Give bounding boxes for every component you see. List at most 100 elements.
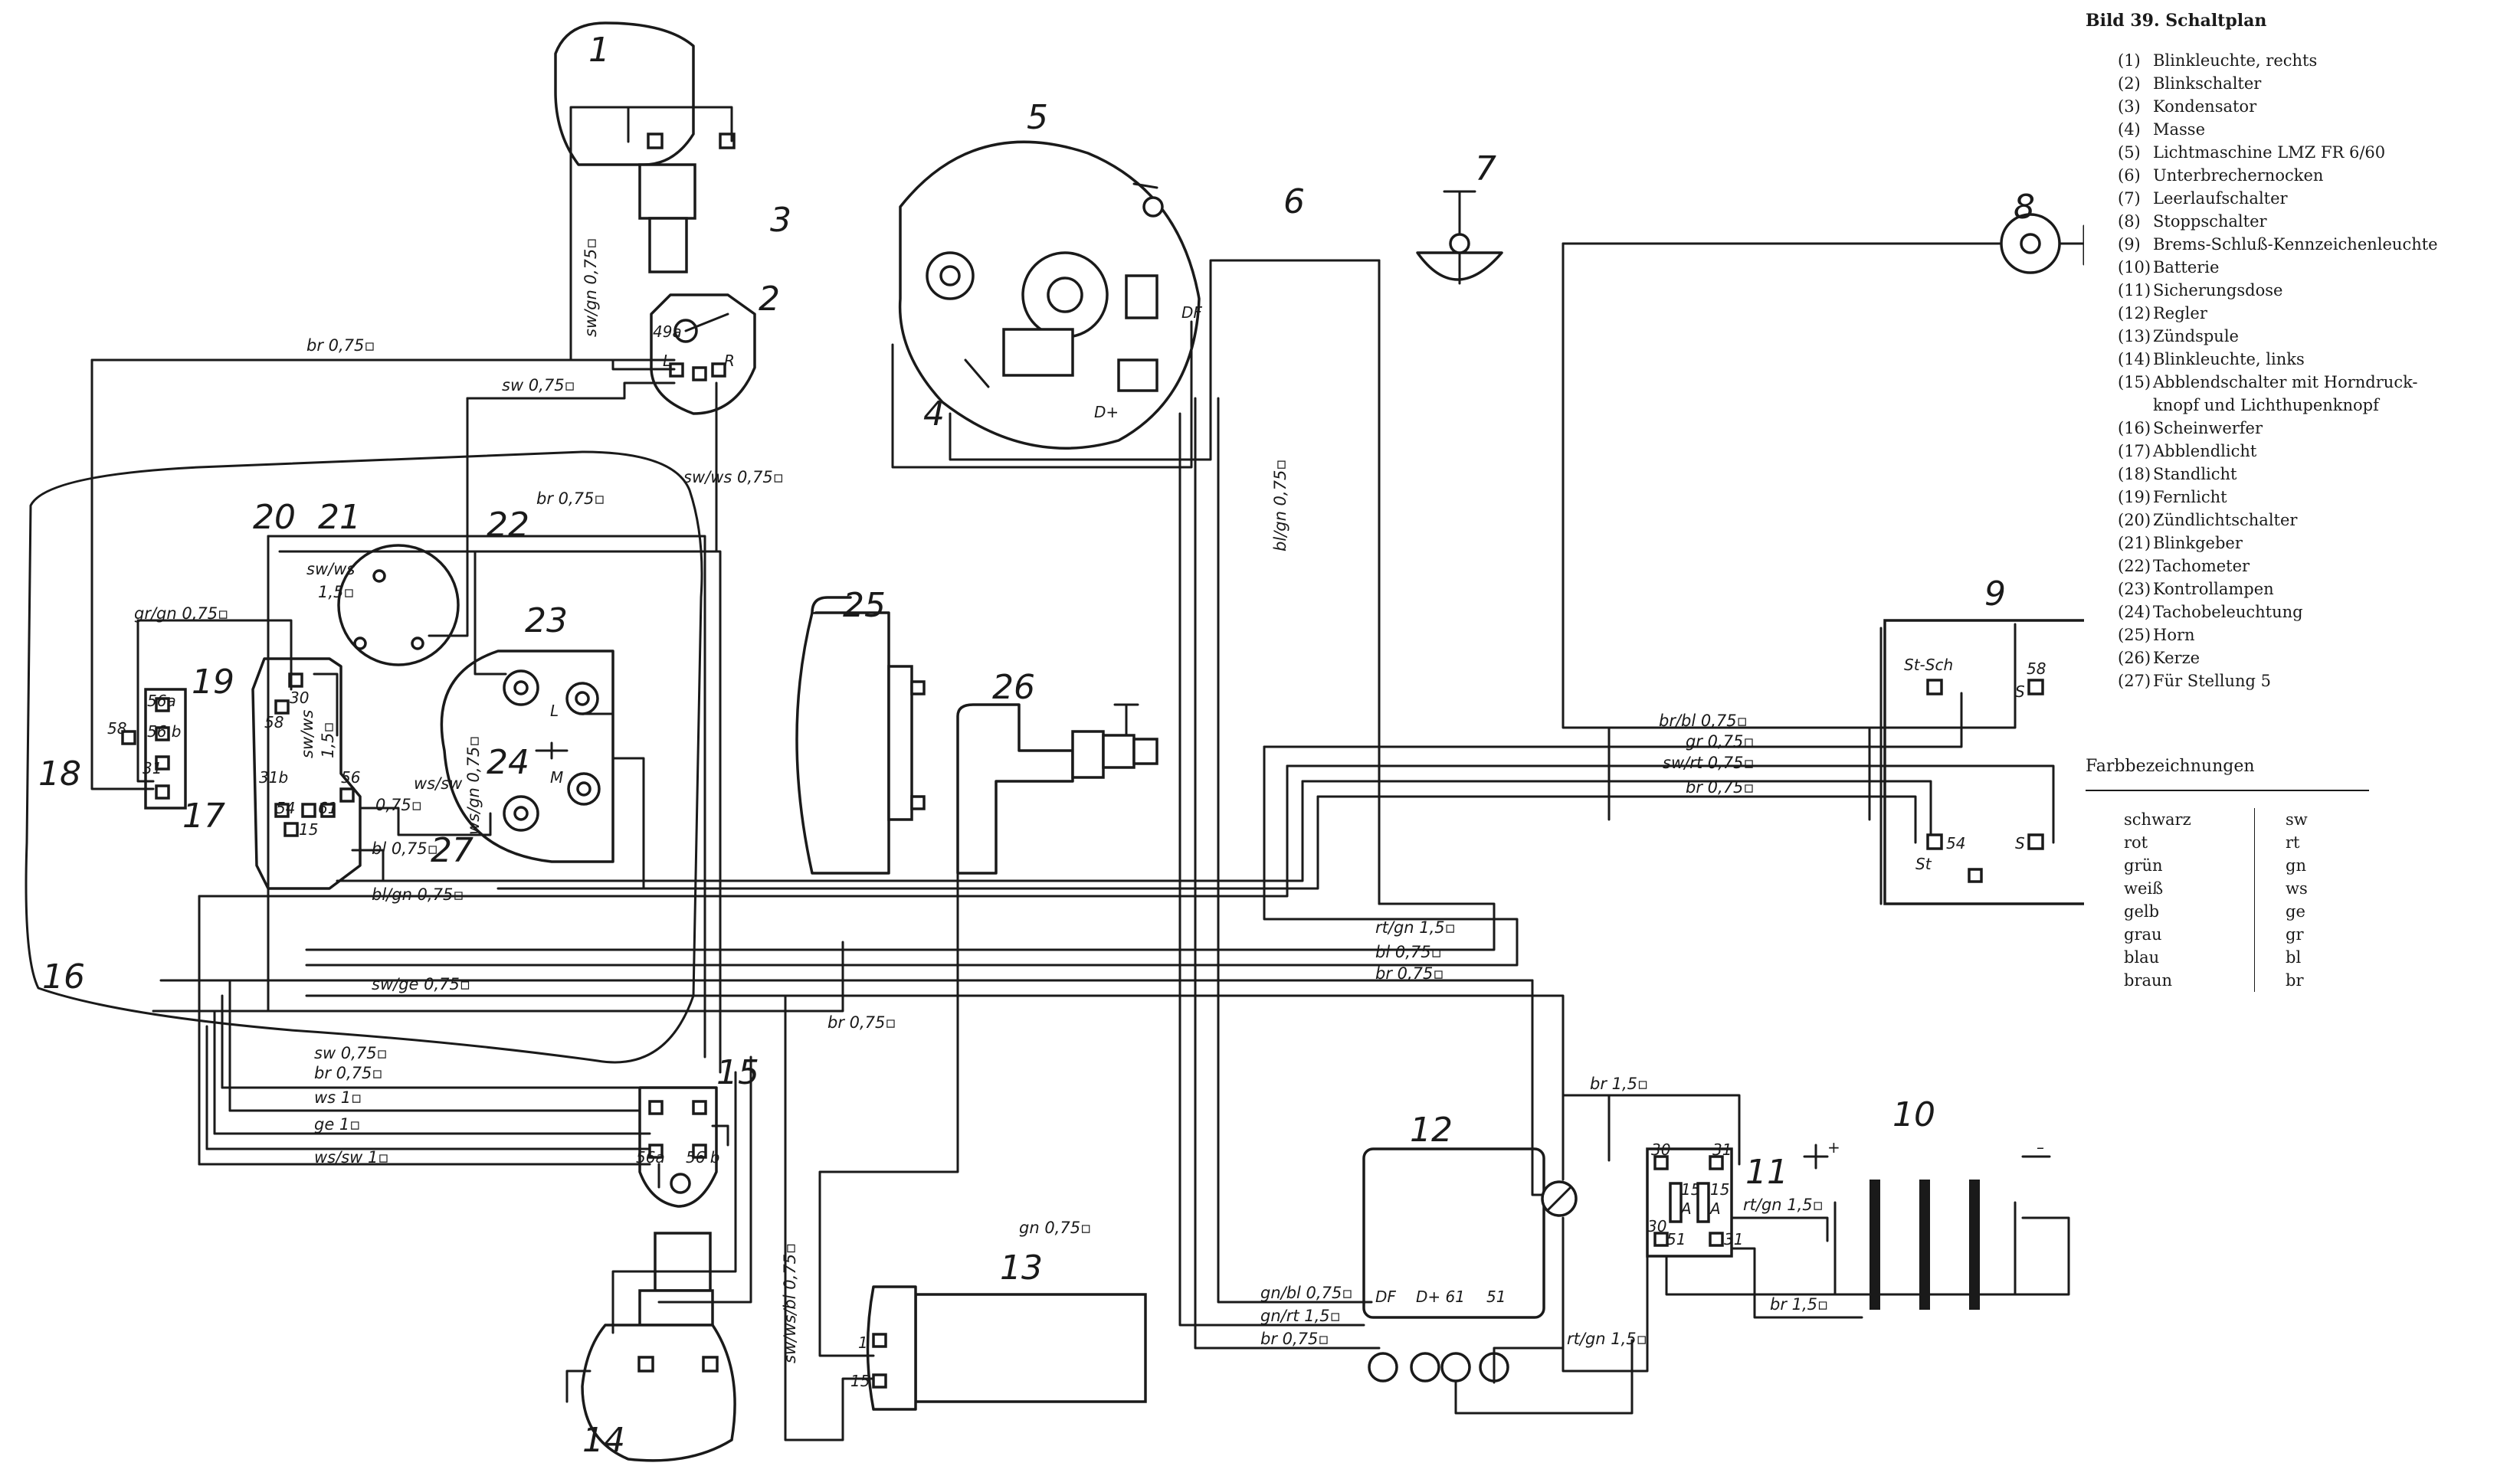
wire-label: br 0,75▫ [536,489,605,508]
legend-item-number: (26) [2118,649,2151,667]
wire-label: sw/ws 0,75▫ [683,468,784,486]
wire-label: 1,5▫ [318,583,355,601]
legend-item-number: (10) [2118,258,2151,277]
legend-item-text: Lichtmaschine LMZ FR 6/60 [2153,143,2386,162]
terminal-label: 31 [143,759,162,777]
terminal-label: 54 [1946,834,1965,852]
label-8: 8 [2014,188,2035,227]
legend-title: Bild 39. Schaltplan [2086,11,2267,31]
label-12: 12 [1410,1111,1453,1150]
legend-item-text: Fernlicht [2153,488,2227,506]
terminal-label: 56a [636,1148,665,1167]
terminal-labels: 49a L R DF D+ St-Sch 58 S 54 St S 30 31 … [107,303,2046,1390]
generator [898,140,1201,450]
legend-item-text: Zündspule [2153,327,2239,345]
legend-item-number: (5) [2118,143,2141,162]
terminal-label: A [1709,1199,1721,1218]
label-18: 18 [38,754,81,794]
legend-item: (14)Blinkleuchte, links [2118,348,2515,371]
color-abbreviation: ge [2254,900,2338,923]
legend-item: (3)Kondensator [2118,95,2515,118]
wire-label: bl/gn 0,75▫ [372,885,464,904]
terminal-label: 31b [259,768,288,787]
wire-label: rt/gn 1,5▫ [1567,1330,1647,1348]
color-name: gelb [2124,902,2160,921]
legend-item-text: Scheinwerfer [2153,419,2263,437]
terminal-label: + [1827,1138,1840,1157]
wire-label: sw/gn 0,75▫ [582,238,600,338]
legend-item-number: (13) [2118,327,2151,345]
terminal-label: 30 [1647,1217,1666,1235]
battery [1803,1144,2051,1310]
legend-item-text: Horn [2153,626,2195,644]
legend-item: (19)Fernlicht [2118,486,2515,509]
wire-label: sw 0,75▫ [502,376,575,394]
legend-item: (15)Abblendschalter mit Horndruck- [2118,371,2515,394]
terminal-label: 56 b [147,722,182,741]
wire-label: rt/gn 1,5▫ [1743,1196,1824,1214]
terminal-label: D+ 61 [1416,1288,1465,1306]
legend-item: (6)Unterbrechernocken [2118,164,2515,187]
legend-item: (16)Scheinwerfer [2118,417,2515,440]
terminal-label: M [550,768,563,787]
legend-item: (5) Lichtmaschine LMZ FR 6/60 [2118,141,2515,164]
legend-item: (24)Tachobeleuchtung [2118,600,2515,623]
fuse-box [1646,1147,1733,1258]
legend-item-text: Blinkschalter [2153,74,2262,93]
legend-item: (23)Kontrollampen [2118,578,2515,600]
legend-item: (22)Tachometer [2118,555,2515,578]
legend-item: (12)Regler [2118,302,2515,325]
legend-item-text: Kerze [2153,649,2200,667]
wire-label: gn/bl 0,75▫ [1260,1284,1353,1302]
legend-item-number: (11) [2118,281,2151,299]
wire-label: gn/rt 1,5▫ [1260,1307,1341,1325]
legend-item: (26)Kerze [2118,646,2515,669]
label-20: 20 [253,498,296,537]
legend-item-number: (6) [2118,166,2141,185]
legend-item: (21)Blinkgeber [2118,532,2515,555]
terminal-label: S [2015,682,2025,701]
wire-label: br 0,75▫ [1260,1330,1329,1348]
legend-item: (25)Horn [2118,623,2515,646]
legend-item-text: Leerlaufschalter [2153,189,2288,208]
wire-label: bl/gn 0,75▫ [1271,459,1289,551]
terminal-label: 15 [299,820,318,839]
terminal-label: 15 [1681,1180,1700,1199]
terminal-label: 15 [850,1372,870,1390]
terminal-label: 31 [1724,1230,1743,1248]
rear-light [1879,619,2084,905]
label-24: 24 [487,743,529,782]
label-1: 1 [588,31,610,70]
regulator [1362,1147,1578,1383]
wire-label: bl 0,75▫ [1375,943,1442,961]
label-2: 2 [759,280,780,319]
legend-item-number: (1) [2118,51,2141,70]
terminal-label: 58 [107,719,126,738]
ignition-light-switch [251,657,362,890]
legend-item-number: (20) [2118,511,2151,529]
headlight-outline [25,450,703,1064]
terminal-label: St [1915,855,1932,873]
label-10: 10 [1892,1095,1935,1134]
legend-item-text: Abblendlicht [2153,442,2257,460]
component-numbers: 1 2 3 4 5 6 7 8 9 10 11 12 13 14 15 16 1… [38,31,2035,1460]
legend-item-number: (8) [2118,212,2141,231]
wire-label: gr/gn 0,75▫ [134,604,228,623]
legend-item-text: Kontrollampen [2153,580,2274,598]
divider [2086,790,2369,791]
legend-item-text: Tachometer [2153,557,2250,575]
legend-item-number: (25) [2118,626,2151,644]
wire-label: 1,5▫ [319,722,337,758]
terminal-label: L [663,352,671,370]
wire-label: br 1,5▫ [1590,1075,1648,1093]
terminal-label: 56a [147,692,176,710]
color-abbreviation: ws [2254,877,2338,900]
label-22: 22 [487,506,529,545]
legend-item: (9)Brems-Schluß-Kennzeichenleuchte [2118,233,2515,256]
wire-label: ws 1▫ [314,1088,362,1107]
spark-plug [956,703,1158,875]
color-abbreviation: br [2254,969,2338,992]
legend-item-number: (2) [2118,74,2141,93]
terminal-label: DF [1375,1288,1396,1306]
